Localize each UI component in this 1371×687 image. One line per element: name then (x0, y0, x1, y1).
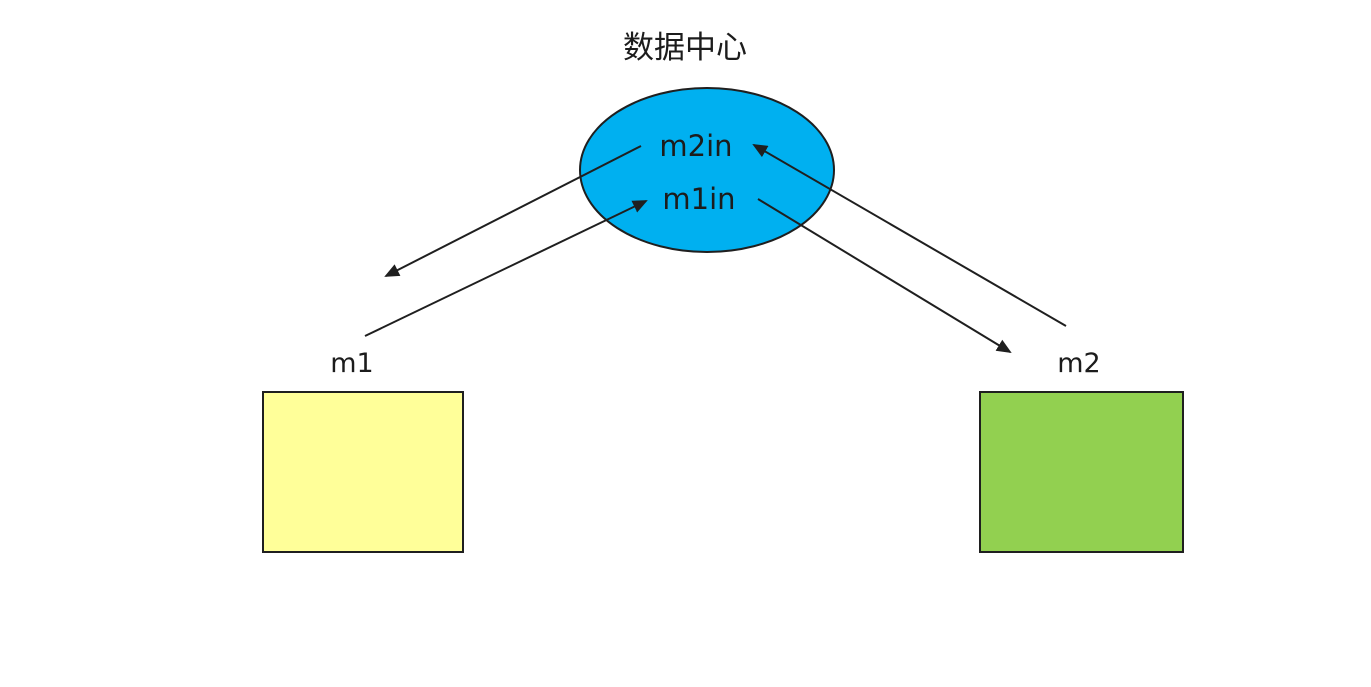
m1-node-box (262, 391, 464, 553)
hub-port-label-m2in: m2in (659, 129, 732, 163)
diagram-title: 数据中心 (623, 30, 747, 66)
arrow-m1in-to-m2-side (757, 198, 1012, 354)
m1-node-label: m1 (330, 348, 373, 379)
arrow-m2in-to-m1-side (384, 145, 642, 277)
m2-node-label: m2 (1057, 348, 1100, 379)
hub-port-label-m1in: m1in (662, 182, 735, 216)
arrow-m1-to-m1in (364, 200, 648, 337)
arrow-m2-to-m2in (752, 143, 1067, 327)
m2-node-box (979, 391, 1184, 553)
